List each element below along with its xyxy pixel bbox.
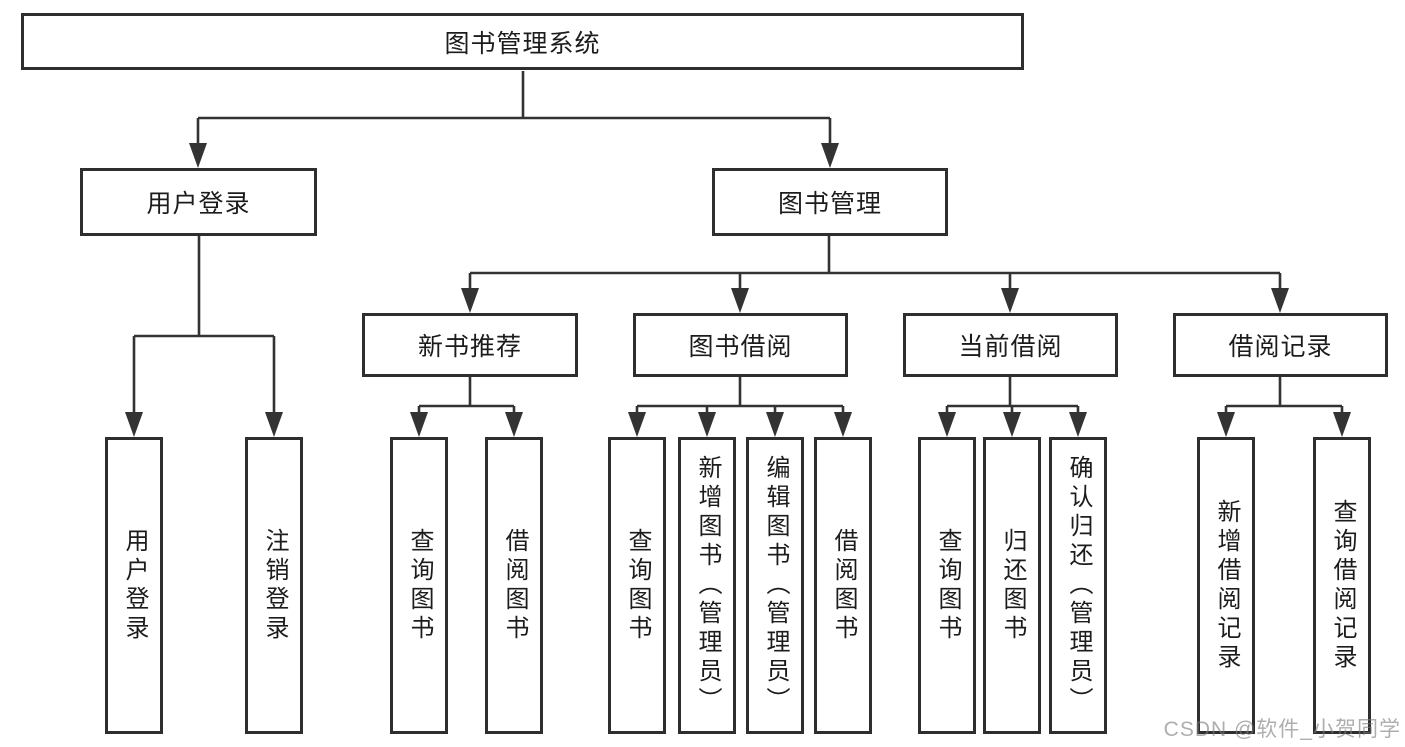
leaf-cb-query-books-label: 查询图书: [934, 527, 961, 644]
leaf-logout: 注销登录: [245, 437, 303, 734]
csdn-watermark: CSDN @软件_小贺同学: [1163, 718, 1401, 741]
node-new-book-recommend: 新书推荐: [362, 313, 578, 377]
node-library-management-system: 图书管理系统: [21, 13, 1024, 70]
leaf-bb-borrow-books: 借阅图书: [814, 437, 872, 734]
leaf-bb-borrow-books-label: 借阅图书: [830, 527, 857, 644]
leaf-bb-add-books-admin: 新增图书（管理员）: [678, 437, 736, 734]
leaf-bb-edit-books-admin: 编辑图书（管理员）: [746, 437, 804, 734]
node-current-borrowing: 当前借阅: [903, 313, 1118, 377]
leaf-nbr-query-books: 查询图书: [390, 437, 448, 734]
leaf-bb-edit-books-admin-label: 编辑图书（管理员）: [762, 455, 789, 716]
leaf-user-login: 用户登录: [105, 437, 163, 734]
node-borrowing-records: 借阅记录: [1173, 313, 1388, 377]
node-book-management: 图书管理: [712, 168, 948, 236]
leaf-cb-query-books: 查询图书: [918, 437, 976, 734]
leaf-br-add-record-label: 新增借阅记录: [1213, 498, 1240, 673]
leaf-cb-confirm-return-admin: 确认归还（管理员）: [1049, 437, 1107, 734]
leaf-nbr-borrow-books: 借阅图书: [485, 437, 543, 734]
leaf-bb-add-books-admin-label: 新增图书（管理员）: [694, 455, 721, 716]
leaf-bb-query-books: 查询图书: [608, 437, 666, 734]
leaf-bb-query-books-label: 查询图书: [624, 527, 651, 644]
leaf-logout-label: 注销登录: [261, 527, 288, 644]
leaf-cb-confirm-return-admin-label: 确认归还（管理员）: [1065, 455, 1092, 716]
leaf-cb-return-books-label: 归还图书: [999, 527, 1026, 644]
leaf-nbr-borrow-books-label: 借阅图书: [501, 527, 528, 644]
leaf-br-add-record: 新增借阅记录: [1197, 437, 1255, 734]
leaf-user-login-label: 用户登录: [121, 527, 148, 644]
node-book-borrowing: 图书借阅: [633, 313, 848, 377]
leaf-cb-return-books: 归还图书: [983, 437, 1041, 734]
leaf-br-query-record: 查询借阅记录: [1313, 437, 1371, 734]
node-user-login: 用户登录: [80, 168, 317, 236]
leaf-nbr-query-books-label: 查询图书: [406, 527, 433, 644]
leaf-br-query-record-label: 查询借阅记录: [1329, 498, 1356, 673]
